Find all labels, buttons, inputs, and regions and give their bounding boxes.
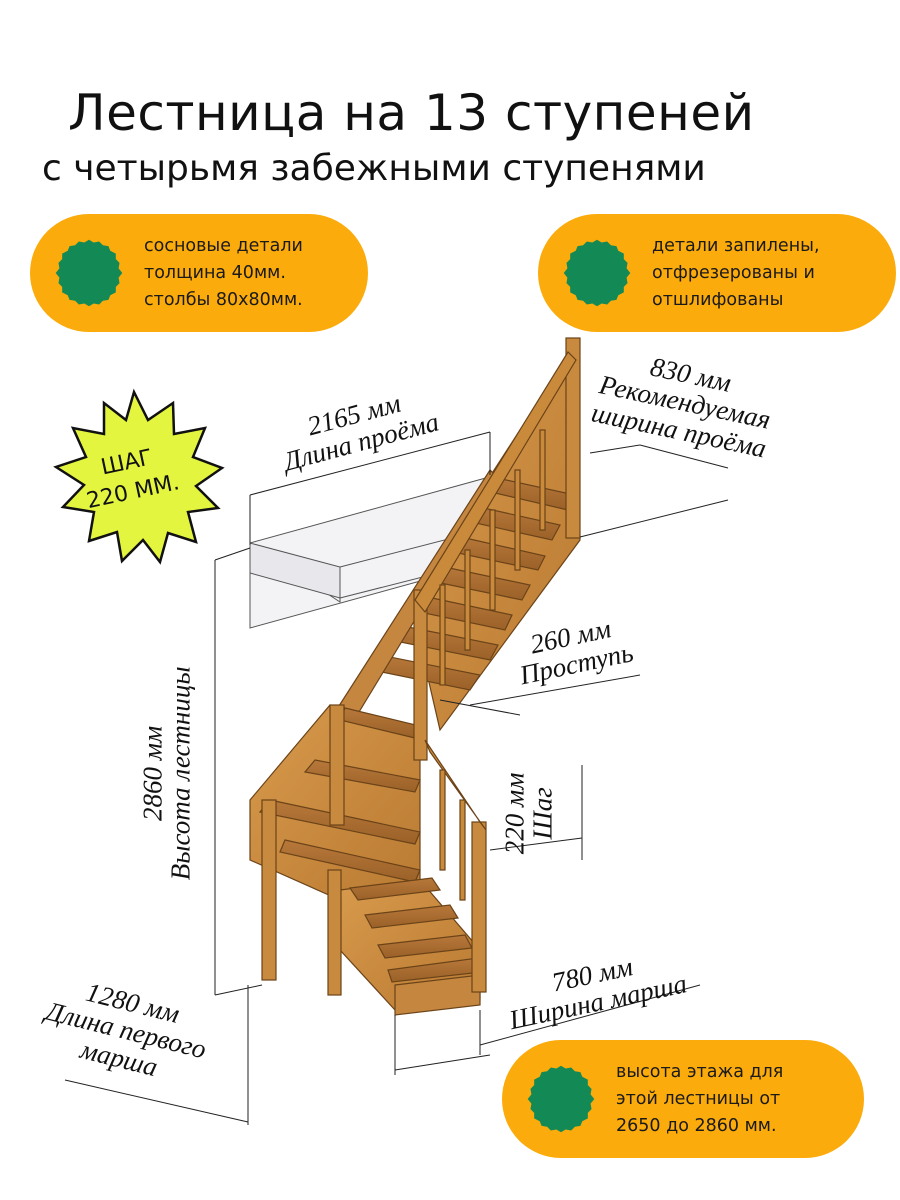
- feature-pill-floor-height: высота этажа для этой лестницы от 2650 д…: [502, 1040, 864, 1158]
- dim-step: 220 мм Шаг: [499, 772, 558, 855]
- page-title: Лестница на 13 ступеней: [68, 84, 755, 142]
- dim-label: Высота лестницы: [165, 666, 196, 881]
- feature-text: высота этажа для этой лестницы от 2650 д…: [616, 1061, 784, 1136]
- green-rosette-icon: [55, 239, 123, 307]
- feature-text: детали запилены, отфрезерованы и отшлифо…: [652, 235, 820, 310]
- page-subtitle: с четырьмя забежными ступенями: [42, 148, 706, 189]
- green-rosette-icon: [563, 239, 631, 307]
- staircase: [249, 337, 581, 1016]
- star-badge: [53, 388, 225, 565]
- green-rosette-icon: [527, 1065, 595, 1133]
- dim-value: 2860 мм: [137, 725, 168, 821]
- dim-label: Шаг: [527, 787, 558, 840]
- dimension-lines: [64, 431, 729, 1125]
- feature-text: сосновые детали толщина 40мм. столбы 80х…: [144, 235, 303, 310]
- dim-height: 2860 мм Высота лестницы: [137, 666, 196, 881]
- feature-pill-processing: детали запилены, отфрезерованы и отшлифо…: [538, 214, 896, 332]
- dim-value: 220 мм: [499, 772, 530, 855]
- feature-pill-material: сосновые детали толщина 40мм. столбы 80х…: [30, 214, 368, 332]
